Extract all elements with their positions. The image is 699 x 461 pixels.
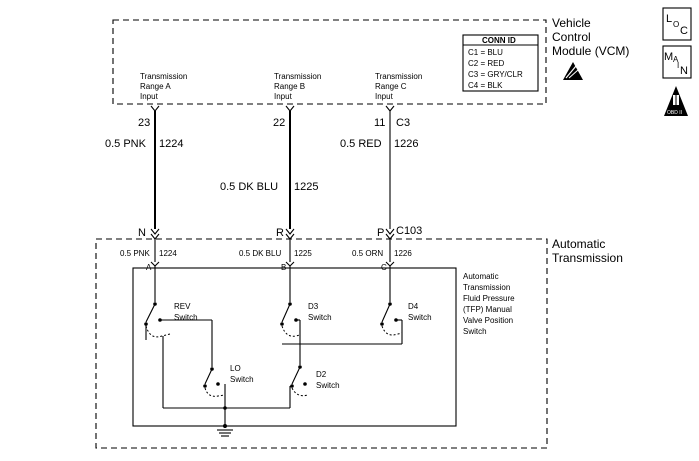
conn-id-title: CONN ID (482, 36, 516, 45)
svg-text:OBD II: OBD II (667, 110, 682, 116)
svg-text:Switch: Switch (463, 327, 487, 336)
transmission-title-1: Automatic (552, 237, 605, 251)
pin-number: 23 (138, 117, 150, 129)
connector-chevron (285, 228, 295, 235)
svg-text:LO: LO (230, 364, 241, 373)
d2-switch: D2 Switch (290, 365, 340, 397)
wire-circuit: 1225 (294, 181, 318, 193)
svg-text:D4: D4 (408, 302, 419, 311)
connector-c3: C3 (396, 117, 410, 129)
conn-id-table: CONN ID C1 = BLU C2 = RED C3 = GRY/CLR C… (462, 34, 539, 92)
vcm-input-b: Transmission Range B Input (274, 72, 321, 101)
inner-wire-circuit: 1224 (159, 249, 177, 258)
rev-switch: REV Switch (144, 266, 198, 338)
svg-text:Range B: Range B (274, 82, 305, 91)
svg-text:Switch: Switch (230, 375, 254, 384)
svg-text:N: N (680, 65, 688, 77)
ground-symbol (217, 406, 233, 437)
c103-pin: P (377, 227, 384, 239)
pin-chevron (285, 261, 295, 267)
inner-wire-label: 0.5 PNK (120, 249, 150, 258)
svg-text:L: L (666, 13, 672, 25)
svg-text:Automatic: Automatic (463, 272, 499, 281)
pin-chevron (285, 105, 295, 112)
svg-text:Input: Input (375, 92, 394, 101)
vcm-input-a: Transmission Range A Input (140, 72, 187, 101)
pin-chevron (150, 105, 160, 112)
vcm-input-c: Transmission Range C Input (375, 72, 422, 101)
lo-switch: LO Switch (203, 364, 254, 397)
wire-label: 0.5 PNK (105, 138, 147, 150)
svg-text:A: A (673, 55, 679, 64)
svg-text:Input: Input (274, 92, 293, 101)
inner-wire-circuit: 1226 (394, 249, 412, 258)
svg-text:Transmission: Transmission (375, 72, 422, 81)
wire-circuit: 1226 (394, 138, 418, 150)
main-icon: M A I N (662, 45, 692, 79)
svg-text:Transmission: Transmission (140, 72, 187, 81)
svg-text:M: M (664, 51, 673, 63)
conn-id-row: C4 = BLK (468, 81, 503, 90)
svg-text:(TFP) Manual: (TFP) Manual (463, 305, 512, 314)
pin-chevron (150, 261, 160, 267)
inner-wire-label: 0.5 ORN (352, 249, 383, 258)
svg-text:Fluid Pressure: Fluid Pressure (463, 294, 515, 303)
wire-circuit: 1224 (159, 138, 183, 150)
svg-text:Valve Position: Valve Position (463, 316, 513, 325)
connector-chevron (385, 228, 395, 235)
vcm-title-3: Module (VCM) (552, 44, 629, 58)
svg-text:Switch: Switch (316, 381, 340, 390)
svg-text:O: O (673, 20, 679, 29)
connector-chevron (150, 228, 160, 235)
vcm-title-1: Vehicle (552, 16, 591, 30)
svg-text:REV: REV (174, 302, 191, 311)
vcm-box (112, 19, 547, 105)
svg-text:Range C: Range C (375, 82, 407, 91)
svg-text:Input: Input (140, 92, 159, 101)
wire-label: 0.5 DK BLU (220, 181, 278, 193)
svg-text:Switch: Switch (174, 313, 198, 322)
d3-switch: D3 Switch (280, 266, 332, 337)
pin-number: 22 (273, 117, 285, 129)
svg-text:Switch: Switch (308, 313, 332, 322)
conn-id-row: C1 = BLU (468, 48, 503, 57)
esd-warning-icon (563, 62, 583, 80)
svg-text:Transmission: Transmission (463, 283, 510, 292)
conn-id-row: C2 = RED (468, 59, 504, 68)
pin-number: 11 (374, 117, 385, 129)
connector-c103: C103 (396, 225, 422, 237)
d4-switch: D4 Switch (380, 266, 432, 336)
svg-text:Switch: Switch (408, 313, 432, 322)
pin-chevron (385, 105, 395, 112)
svg-text:D3: D3 (308, 302, 319, 311)
transmission-box (95, 238, 548, 449)
conn-id-row: C3 = GRY/CLR (468, 70, 523, 79)
loc-icon: L O C (662, 7, 692, 41)
vcm-title-2: Control (552, 30, 591, 44)
inner-wire-label: 0.5 DK BLU (239, 249, 281, 258)
transmission-title-2: Transmission (552, 251, 623, 265)
obd-ii-icon: OBD II (664, 86, 688, 116)
wire-label: 0.5 RED (340, 138, 382, 150)
inner-wire-circuit: 1225 (294, 249, 312, 258)
svg-text:D2: D2 (316, 370, 327, 379)
tfp-switch-box (132, 267, 457, 427)
pin-chevron (385, 261, 395, 267)
svg-text:C: C (680, 25, 688, 37)
c103-pin: R (276, 227, 284, 239)
svg-text:I: I (677, 61, 679, 70)
tfp-switch-label: Automatic Transmission Fluid Pressure (T… (463, 272, 515, 336)
svg-text:Range A: Range A (140, 82, 171, 91)
c103-pin: N (138, 227, 146, 239)
svg-text:Transmission: Transmission (274, 72, 321, 81)
